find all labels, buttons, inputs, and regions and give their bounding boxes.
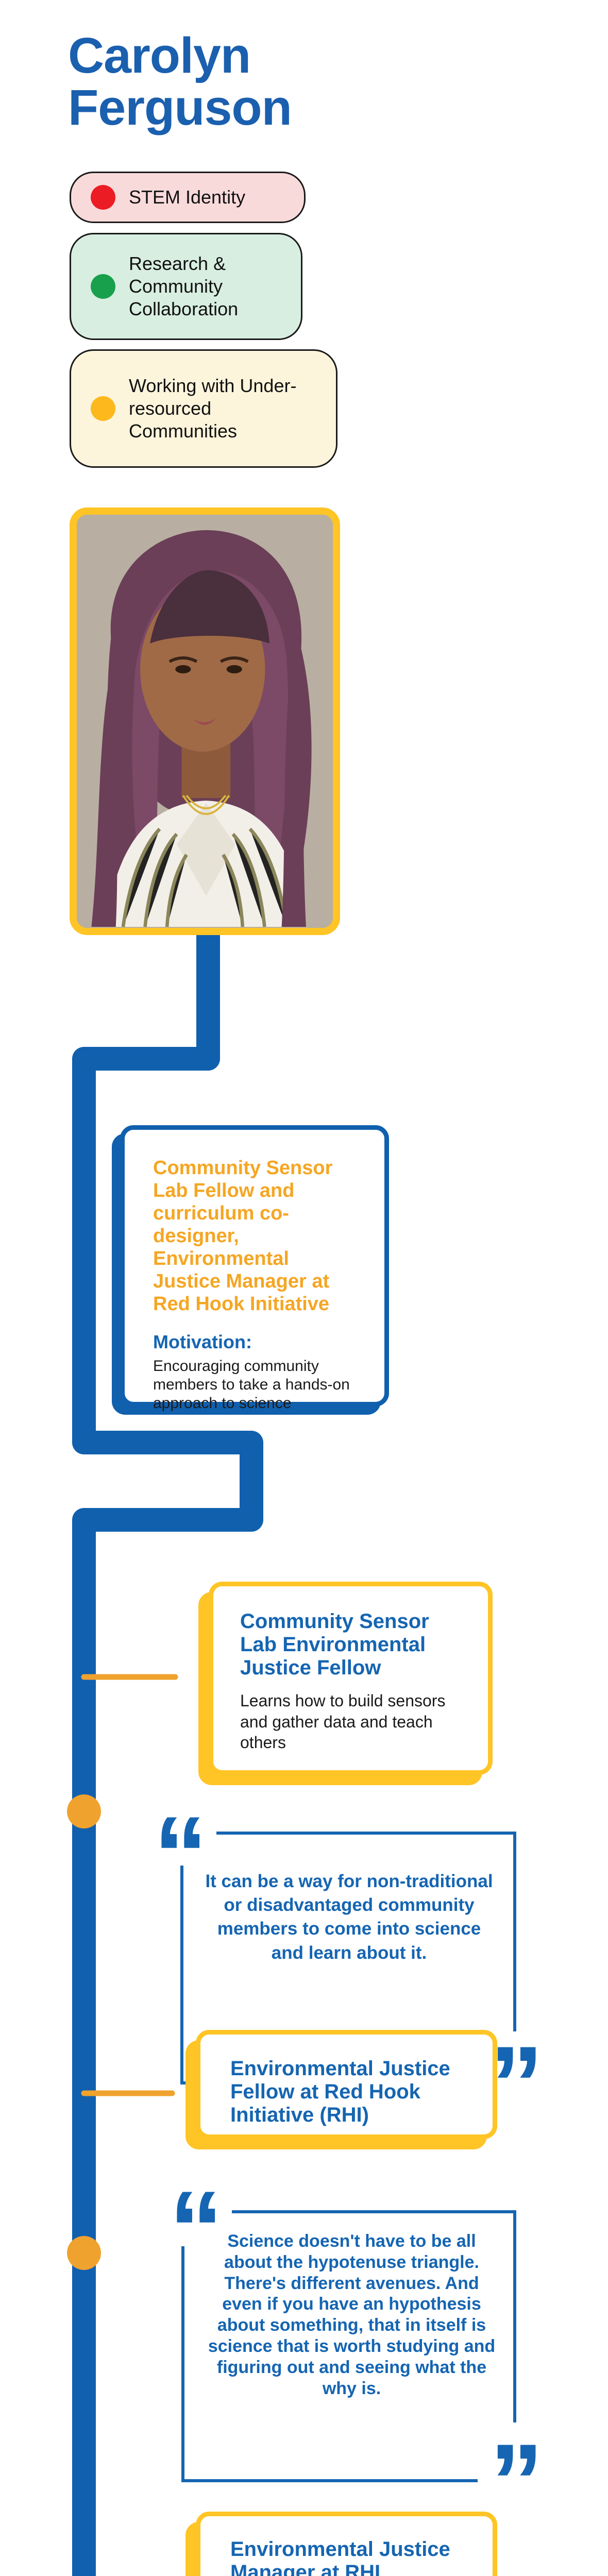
csl-fellow-title: Community Sensor Lab Environmental Justi… [240,1610,429,1680]
page-title: Carolyn Ferguson [68,27,387,135]
legend-item-stem-identity: STEM Identity [70,172,306,223]
quote-frame-top [232,2210,516,2213]
quote-frame-bottom [181,2479,478,2482]
portrait-photo [70,507,340,935]
quote-frame-left [181,2246,184,2482]
name-line-1: Carolyn [68,27,251,83]
motivation-label: Motivation: [153,1331,252,1352]
milestone-card-csl-fellow: Community Sensor Lab Environmental Justi… [209,1582,493,1775]
name-line-2: Ferguson [68,79,292,135]
quote-frame-top [216,1832,516,1835]
green-dot-icon [91,274,115,299]
close-quote-icon: ” [489,2421,544,2543]
legend-label: Research & Community Collaboration [129,253,239,319]
quote-block-1: “ It can be a way for non-traditional or… [154,1800,546,2138]
quote-frame-left [180,1866,183,2084]
timeline-dot-2 [67,2236,101,2270]
legend-label: Working with Under-resourced Communities [129,375,297,442]
rhi-fellow-title: Environmental Justice Fellow at Red Hook… [230,2057,450,2127]
legend-item-research-collaboration: Research & Community Collaboration [70,233,302,340]
red-dot-icon [91,185,115,210]
legend-label: STEM Identity [129,187,246,208]
milestone-card-intro: Community Sensor Lab Fellow and curricul… [120,1125,389,1412]
milestone-card-rhi-fellow: Environmental Justice Fellow at Red Hook… [196,2030,497,2139]
quote-frame-right [513,2210,516,2422]
motivation-text: Encouraging community members to take a … [153,1357,350,1412]
milestone-card-rhi-manager: Environmental Justice Manager at RHI RHI… [196,2512,497,2576]
yellow-dot-icon [91,396,115,421]
close-quote-icon: ” [489,2024,544,2145]
rhi-manager-title: Environmental Justice Manager at RHI [230,2538,450,2576]
quote-frame-right [513,1832,516,2031]
legend-item-underresourced-communities: Working with Under-resourced Communities [70,349,337,468]
intro-card-title: Community Sensor Lab Fellow and curricul… [153,1157,333,1315]
quote-block-2: “ Science doesn't have to be all about t… [155,2175,546,2543]
timeline-path [72,935,263,2576]
timeline-dot-1 [67,1794,101,1828]
csl-fellow-body: Learns how to build sensors and gather d… [240,1691,446,1752]
quote-text: Science doesn't have to be all about the… [208,2231,496,2398]
portrait-illustration [77,515,333,928]
quote-text: It can be a way for non-traditional or d… [205,1871,493,1963]
